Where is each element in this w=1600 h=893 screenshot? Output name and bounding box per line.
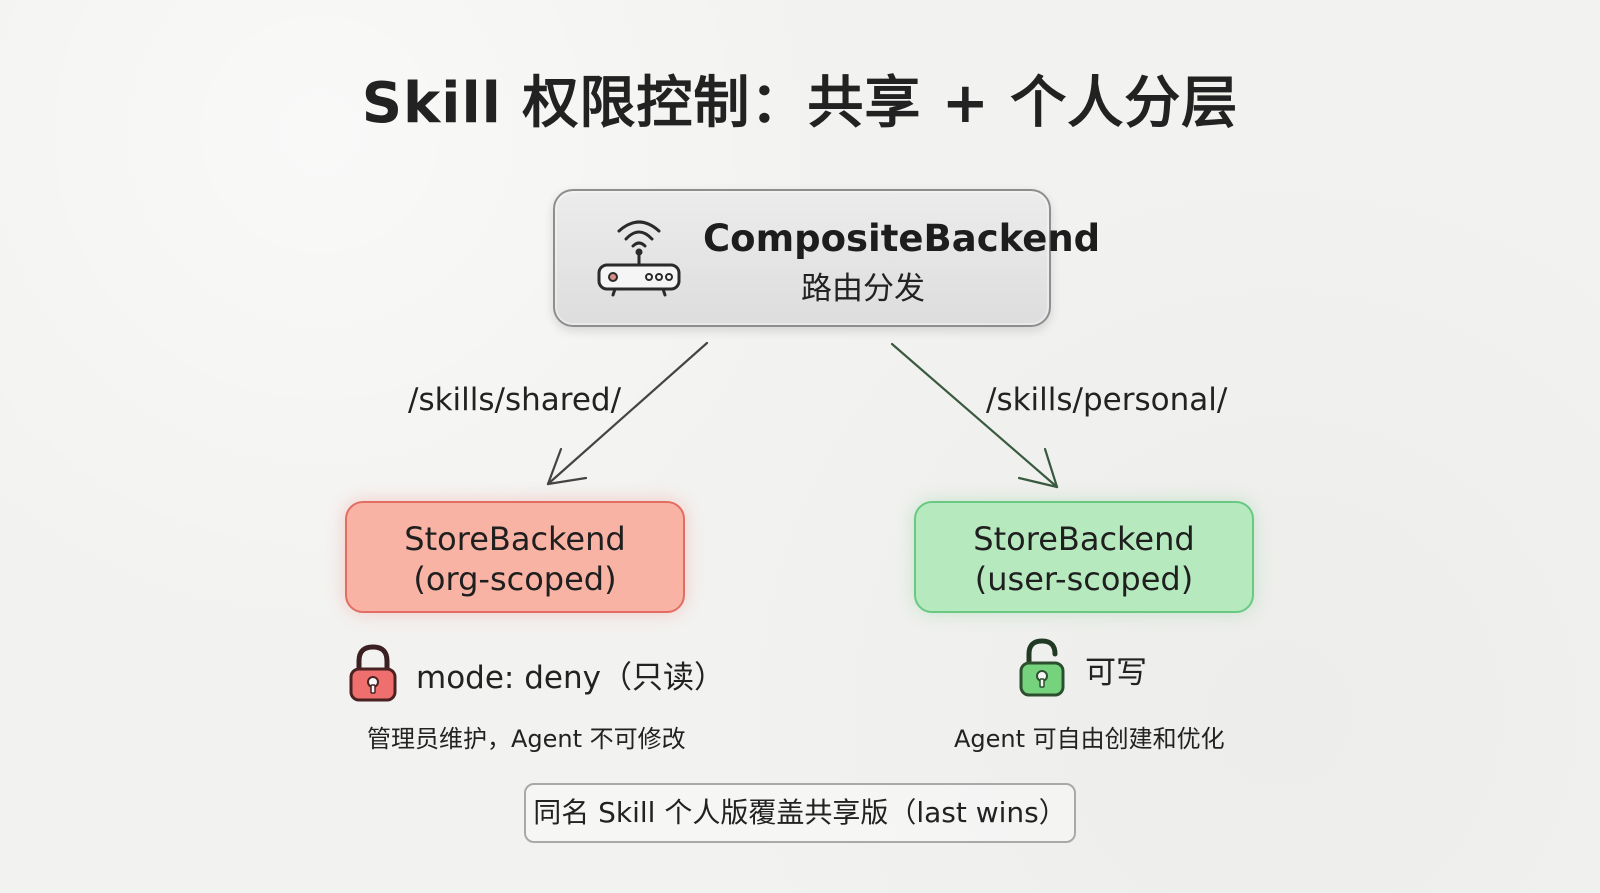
personal-caption: Agent 可自由创建和优化	[954, 725, 1225, 753]
shared-store-backend-box: StoreBackend (org-scoped)	[345, 501, 685, 613]
personal-route-label: /skills/personal/	[986, 382, 1228, 418]
shared-store-backend-name: StoreBackend	[404, 520, 626, 558]
lock-closed-icon	[349, 644, 397, 702]
shared-route-label: /skills/shared/	[408, 382, 622, 418]
personal-store-backend-box: StoreBackend (user-scoped)	[914, 501, 1254, 613]
shared-store-backend-scope: (org-scoped)	[413, 560, 617, 598]
composite-backend-title: CompositeBackend	[703, 217, 1101, 260]
composite-backend-subtitle: 路由分发	[801, 271, 925, 307]
router-icon	[597, 220, 681, 297]
shared-permission-row: mode: deny（只读）	[344, 641, 725, 707]
shared-caption: 管理员维护，Agent 不可修改	[367, 725, 686, 753]
personal-permission-text: 可写	[1085, 654, 1147, 691]
shared-permission-text: mode: deny（只读）	[416, 659, 725, 696]
composite-backend-box: CompositeBackend 路由分发	[553, 189, 1101, 327]
personal-store-backend-scope: (user-scoped)	[974, 560, 1194, 598]
override-note-text: 同名 Skill 个人版覆盖共享版（last wins）	[533, 796, 1067, 829]
lock-open-icon	[1019, 638, 1065, 697]
page-title: Skill 权限控制：共享 + 个人分层	[361, 71, 1239, 136]
personal-permission-row: 可写	[1013, 636, 1147, 702]
override-note-box: 同名 Skill 个人版覆盖共享版（last wins）	[524, 783, 1076, 843]
personal-store-backend-name: StoreBackend	[973, 520, 1195, 558]
